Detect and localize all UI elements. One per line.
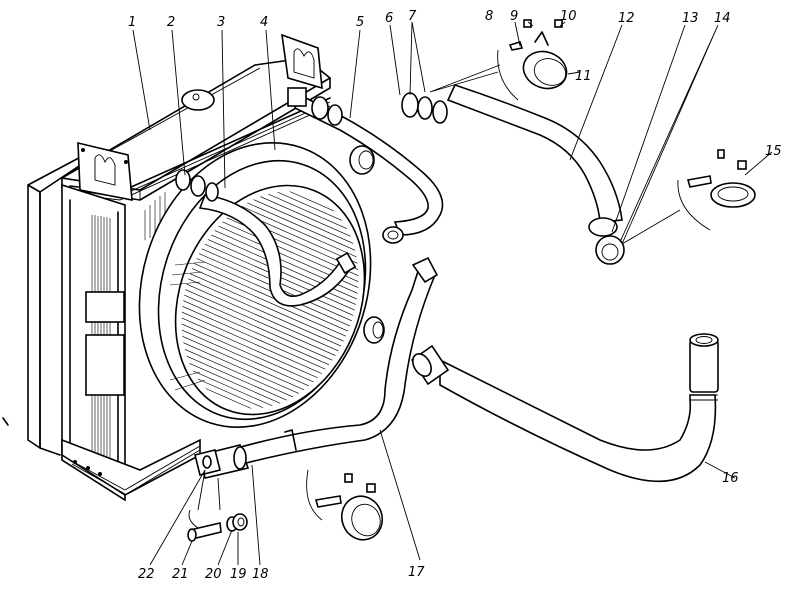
outlet-fitting <box>287 87 307 107</box>
hose-12 <box>401 84 625 265</box>
clamp-bolt <box>686 175 712 188</box>
radiator-cap <box>181 89 215 111</box>
hose-end-clamp <box>335 251 357 275</box>
callout-13: 13 <box>682 11 699 26</box>
clamp-nut <box>366 483 376 493</box>
clamp-bolt-8 <box>508 41 524 51</box>
hose-clamp <box>311 96 329 120</box>
stray-mark <box>2 417 9 426</box>
clamp-nut <box>717 149 725 159</box>
callout-22: 22 <box>138 567 155 582</box>
callout-16: 16 <box>722 471 739 486</box>
side-plate-lower <box>85 334 125 396</box>
hose-end-collar <box>588 217 618 237</box>
callout-17: 17 <box>408 565 425 580</box>
side-plate-upper <box>85 291 125 323</box>
pipe-coupling <box>595 235 625 265</box>
callout-6: 6 <box>385 11 393 26</box>
hose-clamp <box>417 96 433 120</box>
clamp-nut-9 <box>523 19 532 28</box>
clamp-detail-15 <box>677 149 756 231</box>
upper-hose-5 <box>287 87 444 244</box>
nut-19 <box>232 513 248 531</box>
callout-9: 9 <box>510 9 518 24</box>
hose-clamp <box>190 175 206 197</box>
callout-5: 5 <box>356 15 364 30</box>
hose-clamp <box>205 182 219 202</box>
hose-16 <box>410 333 719 483</box>
hose-clamp <box>432 100 448 124</box>
clamp-detail-11 <box>497 19 568 101</box>
callout-20: 20 <box>205 567 222 582</box>
clamp-nut <box>344 473 353 483</box>
hose-clamp <box>401 92 419 118</box>
clamp-detail-lower <box>306 469 384 541</box>
callout-3: 3 <box>217 15 225 30</box>
callout-15: 15 <box>765 144 782 159</box>
drain-parts <box>187 509 248 542</box>
clamp-bolt <box>314 495 342 508</box>
mounting-bracket-left <box>77 141 133 201</box>
hose-clamp <box>233 446 247 470</box>
callout-12: 12 <box>618 11 635 26</box>
callout-11: 11 <box>575 69 592 84</box>
clamp-nut <box>737 160 747 170</box>
inlet-pipe-stub <box>349 145 375 175</box>
callout-10: 10 <box>560 9 577 24</box>
callout-7: 7 <box>408 9 417 24</box>
callout-4: 4 <box>260 15 268 30</box>
callout-21: 21 <box>172 567 189 582</box>
callout-18: 18 <box>252 567 269 582</box>
leader-lines <box>132 21 773 566</box>
clamp-nut-10 <box>554 19 563 28</box>
side-pipe-stub <box>363 316 385 344</box>
lower-outlet-18 <box>194 444 250 479</box>
callout-8: 8 <box>485 9 493 24</box>
hose-clamp <box>327 104 343 126</box>
radiator-core <box>27 33 332 502</box>
hose-end-clamp <box>382 226 404 244</box>
fan-shroud <box>138 142 390 436</box>
lower-hose-17 <box>228 256 439 466</box>
hose-end-flared <box>411 256 439 284</box>
callout-19: 19 <box>230 567 247 582</box>
upper-hose-3 <box>175 169 357 307</box>
callout-2: 2 <box>167 15 175 30</box>
callout-labels: 1 2 3 4 5 6 7 8 9 10 11 12 13 14 15 16 1… <box>128 9 782 582</box>
mounting-bracket-right <box>281 33 323 90</box>
callout-1: 1 <box>128 15 136 30</box>
callout-14: 14 <box>714 11 731 26</box>
hose-end-fitting <box>689 339 719 393</box>
hose-clamp <box>175 169 191 191</box>
